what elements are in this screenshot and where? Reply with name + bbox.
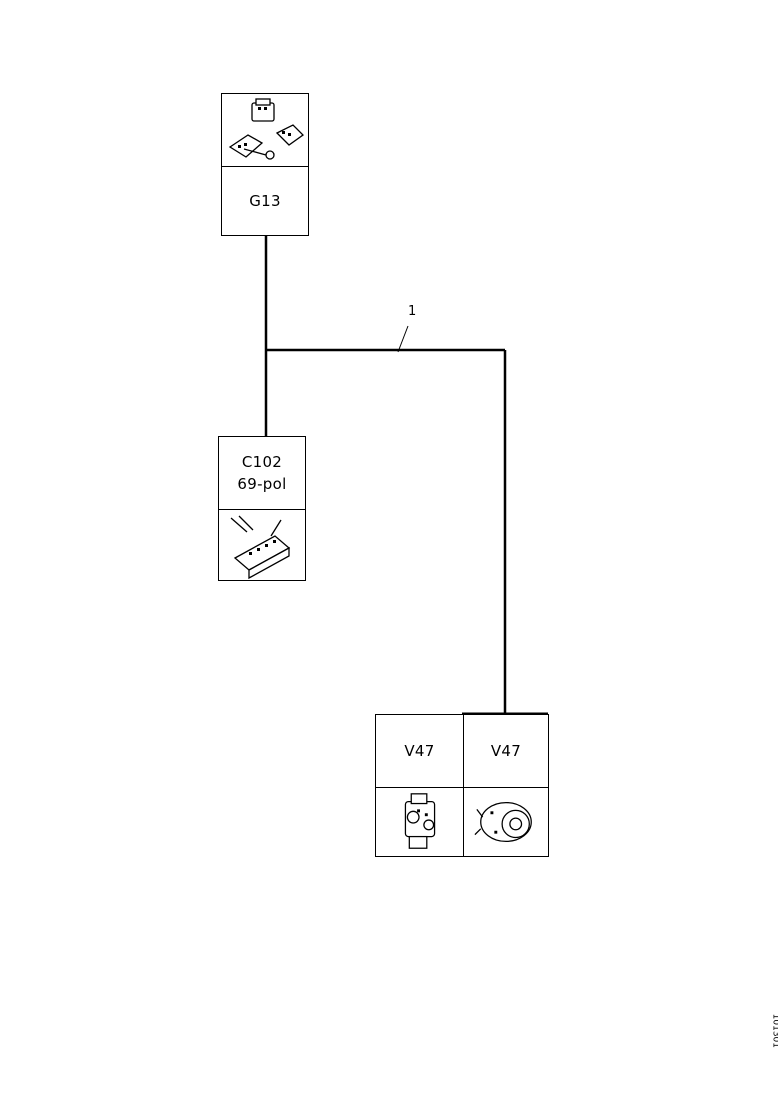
motor-unit-icon [474,801,532,843]
g13-image [222,94,308,166]
g13-label-cell: G13 [222,166,308,235]
c102-pin-count: 69-pol [237,475,287,493]
c102-image [219,509,305,580]
v47-left-label-cell: V47 [376,715,463,787]
component-v47-left[interactable]: V47 [375,714,464,857]
v47-left-code: V47 [404,742,435,760]
v47-left-image [376,787,463,856]
component-v47-right[interactable]: V47 [463,714,549,857]
component-c102[interactable]: C102 69-pol [218,436,306,581]
c102-code: C102 [241,453,283,471]
v47-right-code: V47 [490,742,522,760]
v47-right-image [464,787,548,856]
harness-leader-line [397,325,409,353]
harness-label: 1 [408,304,417,319]
c102-label-cell: C102 69-pol [219,437,305,509]
figure-code: 101301 [770,1013,778,1048]
control-unit-connectors-icon [228,98,305,160]
g13-code: G13 [249,192,281,210]
multi-pin-connector-icon [230,515,291,580]
component-g13[interactable]: G13 [221,93,309,236]
v47-right-label-cell: V47 [464,715,548,787]
pump-valve-assembly-icon [404,793,435,849]
